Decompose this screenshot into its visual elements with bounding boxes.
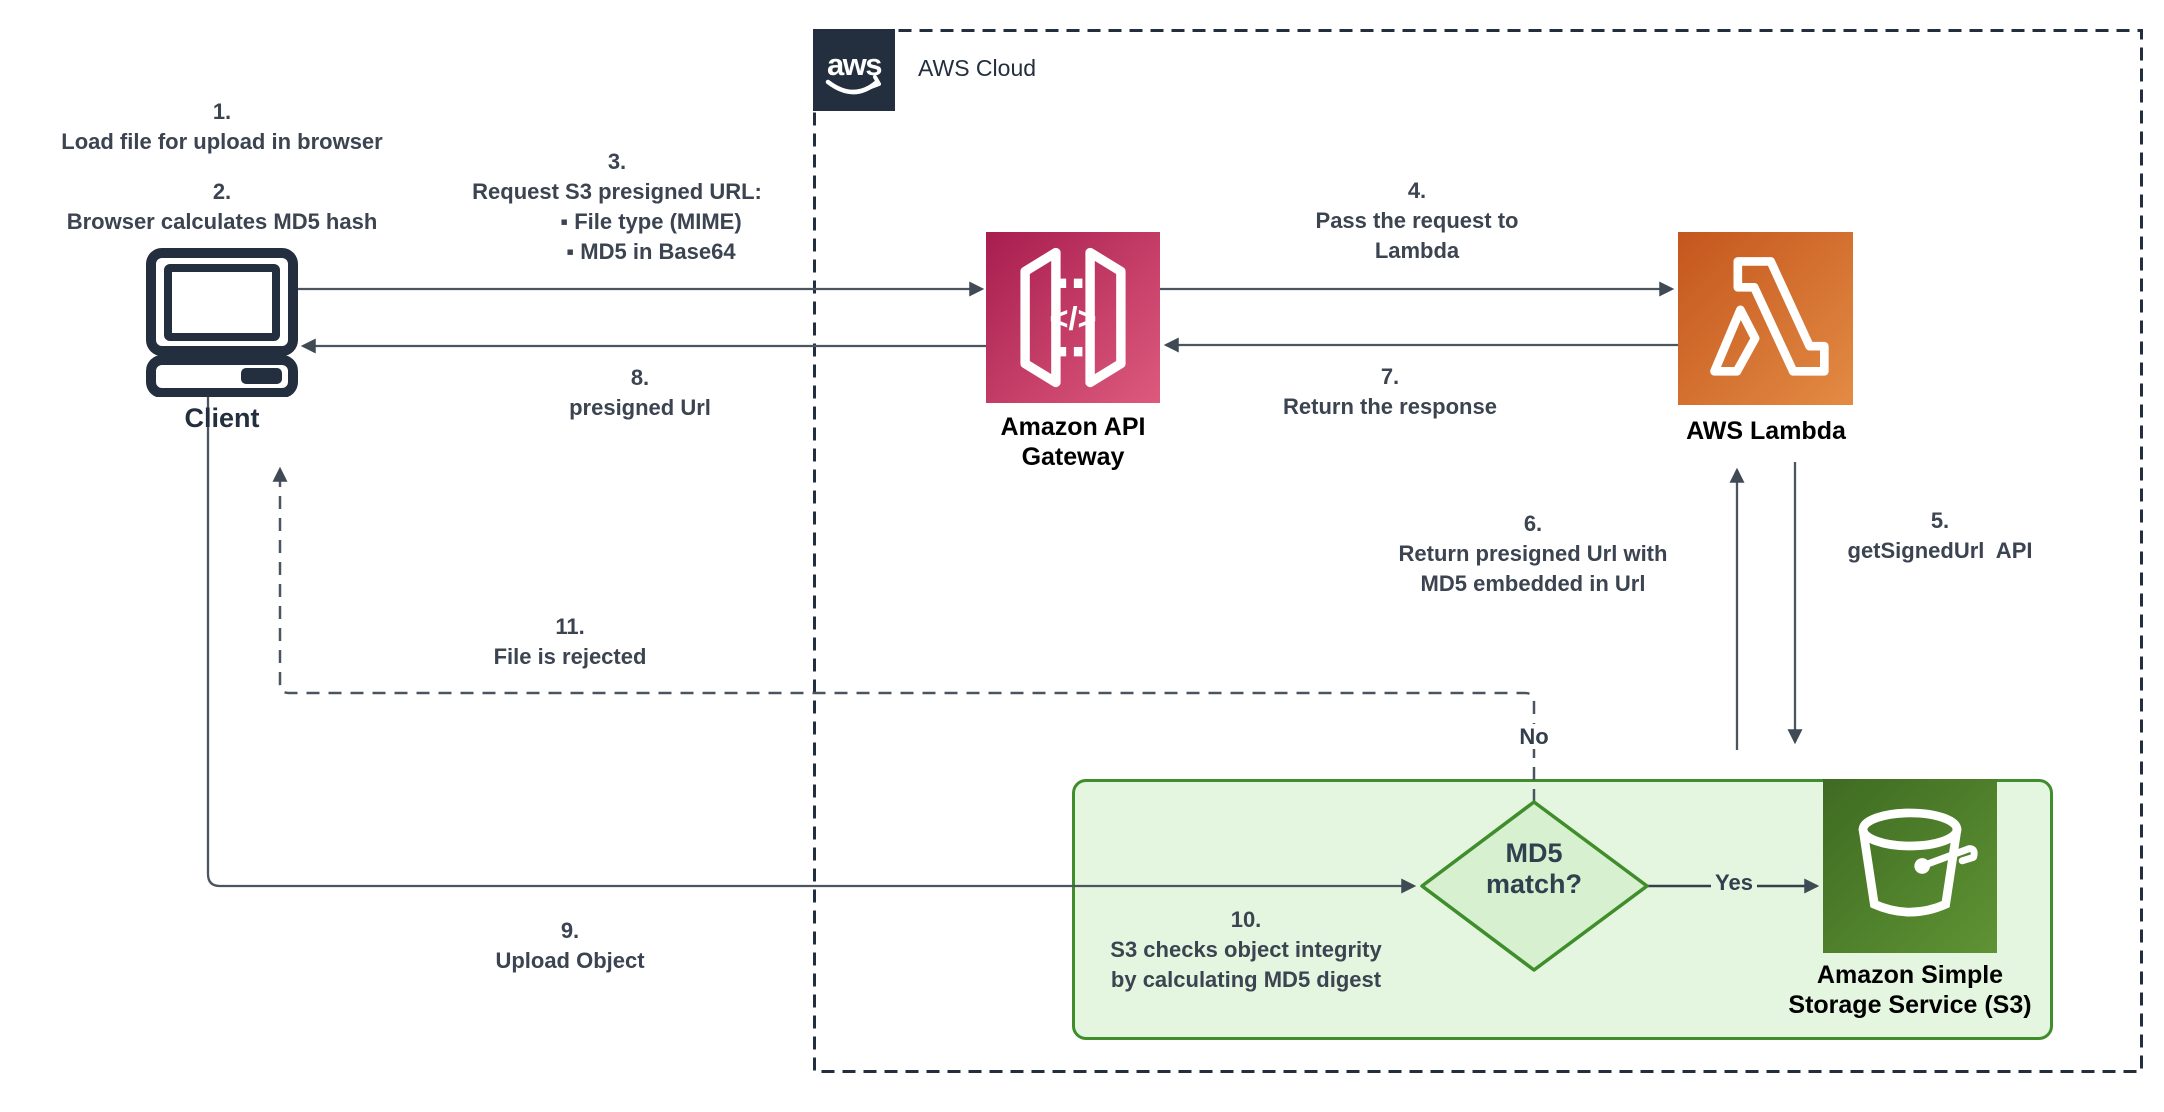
annotation-step-7: 7. Return the response: [1283, 364, 1497, 419]
annotation-step-3-bullets: ▪ File type (MIME) ▪ MD5 in Base64: [560, 209, 742, 264]
annotation-step-8: 8. presigned Url: [569, 365, 711, 420]
aws-logo-icon: aws: [825, 47, 883, 95]
api-gateway-code-glyph: </>: [1050, 300, 1097, 336]
annotation-step-10: 10. S3 checks object integrity by calcul…: [1110, 907, 1382, 992]
branch-yes-text: Yes: [1711, 870, 1757, 895]
annotation-step-1: 1. Load file for upload in browser: [61, 99, 383, 154]
branch-yes-label: Yes: [1704, 870, 1764, 896]
branch-no-text: No: [1515, 724, 1553, 749]
aws-cloud-label: AWS Cloud: [918, 55, 1037, 81]
branch-no-label: No: [1504, 724, 1564, 750]
annotation-step-2: 2. Browser calculates MD5 hash: [66, 179, 378, 234]
s3-label: Amazon Simple Storage Service (S3): [1788, 961, 2032, 1019]
client-icon: [145, 247, 299, 398]
s3-bucket-icon: [1858, 808, 1978, 917]
annotation-step-9: 9. Upload Object: [495, 918, 645, 973]
monitor-icon: [146, 248, 298, 398]
lambda-glyph-icon: [1710, 257, 1829, 376]
annotation-step-11: 11. File is rejected: [493, 614, 647, 669]
api-gateway-icon: </>: [986, 232, 1160, 403]
decision-label: MD5 match?: [1485, 838, 1583, 899]
client-label: Client: [184, 403, 260, 433]
api-gateway-label: Amazon API Gateway: [1000, 413, 1146, 471]
annotation-step-5: 5. getSignedUrl API: [1847, 508, 2033, 563]
annotation-step-3: 3. Request S3 presigned URL:: [472, 149, 762, 204]
lambda-label: AWS Lambda: [1686, 417, 1846, 445]
api-gateway-glyph-icon: </>: [1020, 247, 1126, 388]
s3-icon: [1823, 779, 1997, 953]
annotation-step-6: 6. Return presigned Url with MD5 embedde…: [1398, 511, 1668, 596]
annotation-step-4: 4. Pass the request to Lambda: [1315, 178, 1519, 263]
lambda-icon: [1678, 232, 1853, 405]
aws-logo-badge: aws: [813, 29, 895, 111]
